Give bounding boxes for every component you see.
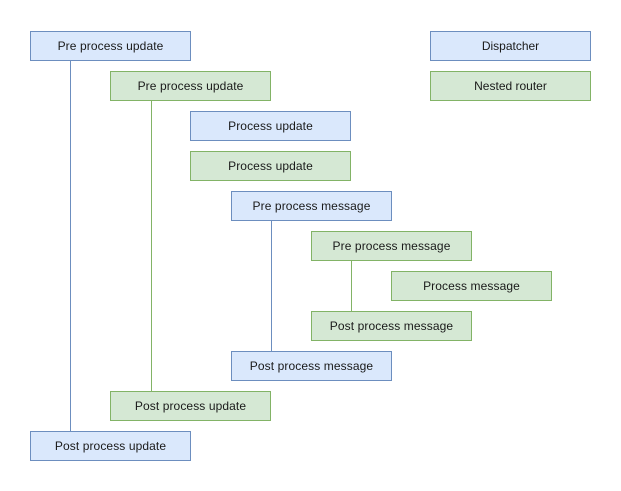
diagram-node-label: Process update (228, 119, 313, 133)
legend-label: Dispatcher (481, 39, 540, 53)
diagram-node[interactable]: Pre process update (30, 31, 191, 61)
connector-n1-to-n11 (70, 61, 71, 431)
diagram-node-label: Pre process update (57, 39, 164, 53)
diagram-node[interactable]: Process update (190, 151, 351, 181)
diagram-node-label: Pre process update (137, 79, 244, 93)
diagram-node[interactable]: Post process message (231, 351, 392, 381)
diagram-node-label: Pre process message (252, 199, 371, 213)
diagram-node[interactable]: Pre process message (231, 191, 392, 221)
diagram-node[interactable]: Pre process message (311, 231, 472, 261)
legend-nested-router: Nested router (430, 71, 591, 101)
legend-label: Nested router (474, 79, 547, 93)
legend-dispatcher: Dispatcher (430, 31, 591, 61)
diagram-node-label: Process update (228, 159, 313, 173)
diagram-node[interactable]: Post process update (30, 431, 191, 461)
diagram-node-label: Post process message (329, 319, 454, 333)
diagram-node-label: Post process update (54, 439, 167, 453)
diagram-node[interactable]: Post process update (110, 391, 271, 421)
diagram-node[interactable]: Pre process update (110, 71, 271, 101)
diagram-node-label: Pre process message (332, 239, 451, 253)
diagram-node[interactable]: Process message (391, 271, 552, 301)
diagram-node-label: Post process message (249, 359, 374, 373)
connector-n5-to-n9 (271, 221, 272, 351)
diagram-node-label: Process message (423, 279, 520, 293)
diagram-node[interactable]: Process update (190, 111, 351, 141)
connector-n6-to-n8 (351, 261, 352, 311)
diagram-node[interactable]: Post process message (311, 311, 472, 341)
diagram-node-label: Post process update (134, 399, 247, 413)
connector-n2-to-n10 (151, 101, 152, 391)
